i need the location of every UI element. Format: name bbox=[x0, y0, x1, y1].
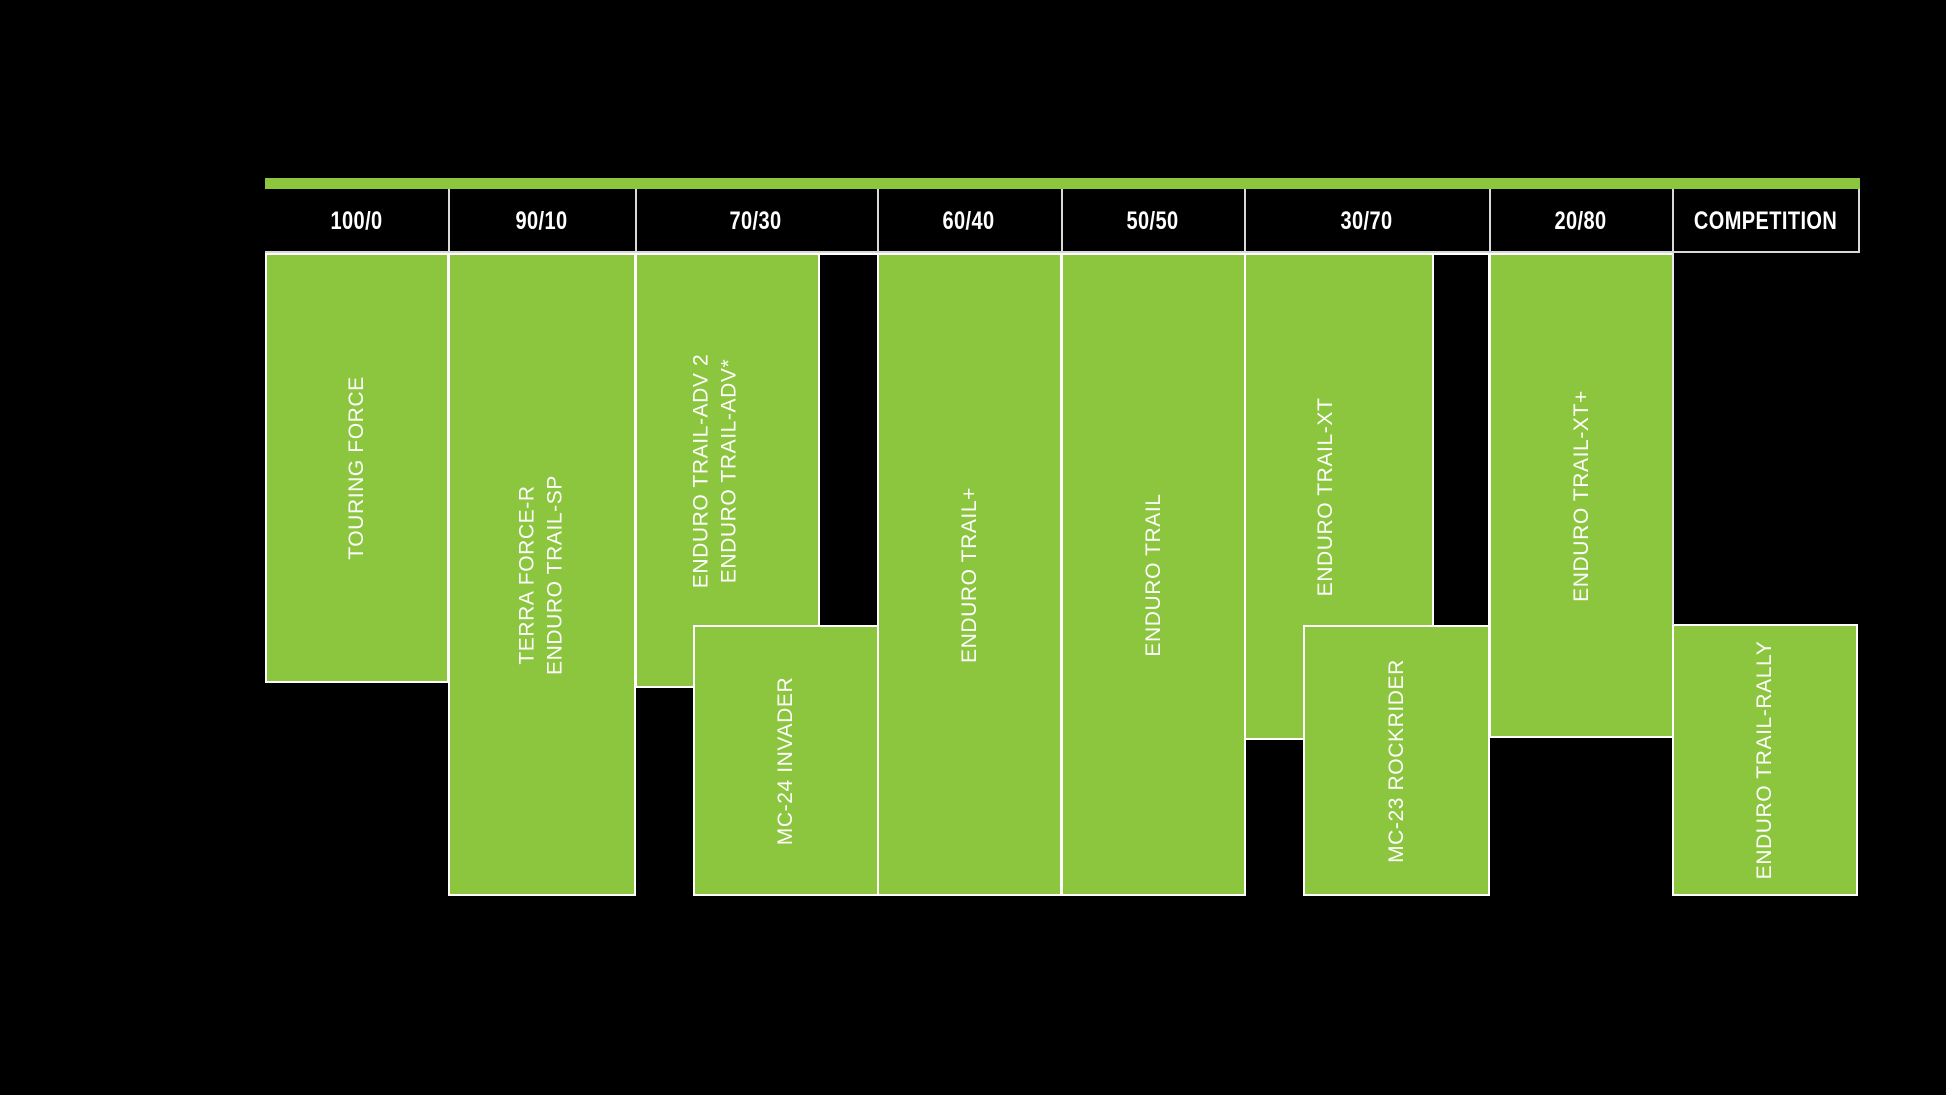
bar-label: ENDURO TRAIL-XT+ bbox=[1569, 389, 1593, 602]
bar-label: ENDURO TRAIL-XT bbox=[1313, 397, 1337, 596]
bar-label: ENDURO TRAIL-RALLY bbox=[1752, 640, 1776, 880]
header-separator bbox=[1244, 189, 1246, 253]
header-label: 50/50 bbox=[1126, 206, 1179, 235]
header-separator bbox=[1061, 189, 1063, 253]
bar-label: ENDURO TRAIL bbox=[1141, 492, 1165, 657]
header-label: 30/70 bbox=[1340, 206, 1393, 235]
header-separator bbox=[448, 189, 450, 253]
bar-enduro-trail-plus[interactable]: ENDURO TRAIL+ bbox=[877, 253, 1062, 896]
header-separator bbox=[1489, 189, 1491, 253]
bar-label: TERRA FORCE-R bbox=[515, 484, 539, 665]
header-separator bbox=[635, 189, 637, 253]
bar-label: ENDURO TRAIL-SP bbox=[544, 474, 567, 675]
notch-enduro-trail-xt bbox=[1432, 253, 1490, 629]
header-cell-competition: COMPETITION bbox=[1672, 189, 1860, 253]
header-cell-70-30: 70/30 bbox=[635, 189, 877, 253]
bar-enduro-trail[interactable]: ENDURO TRAIL bbox=[1061, 253, 1246, 896]
competition-column-guide bbox=[1672, 253, 1674, 625]
header-separator bbox=[877, 189, 879, 253]
header-label: 100/0 bbox=[330, 206, 383, 235]
bar-touring-force[interactable]: TOURING FORCE bbox=[265, 253, 449, 683]
bar-enduro-trail-xt-plus[interactable]: ENDURO TRAIL-XT+ bbox=[1489, 253, 1674, 738]
header-cell-30-70: 30/70 bbox=[1244, 189, 1489, 253]
header-label: 90/10 bbox=[515, 206, 568, 235]
bar-label: MC-23 ROCKRIDER bbox=[1384, 658, 1408, 863]
header-label: 70/30 bbox=[729, 206, 783, 235]
top-accent-rule bbox=[265, 178, 1860, 189]
bar-label: TOURING FORCE bbox=[344, 376, 368, 560]
bar-enduro-trail-rally[interactable]: ENDURO TRAIL-RALLY bbox=[1672, 624, 1858, 896]
header-label: COMPETITION bbox=[1694, 206, 1838, 235]
header-cell-20-80: 20/80 bbox=[1489, 189, 1672, 253]
header-separator bbox=[1672, 189, 1674, 253]
header-cell-100-0: 100/0 bbox=[265, 189, 448, 253]
header-bottom-rule bbox=[265, 251, 1858, 253]
bar-label: ENDURO TRAIL-ADV* bbox=[718, 358, 742, 583]
notch-enduro-trail-adv bbox=[818, 253, 879, 631]
header-separator bbox=[1858, 189, 1860, 253]
header-cell-50-50: 50/50 bbox=[1061, 189, 1244, 253]
bar-mc24-invader[interactable]: MC-24 INVADER bbox=[693, 625, 879, 896]
header-label: 20/80 bbox=[1554, 206, 1607, 235]
header-label: 60/40 bbox=[942, 206, 996, 235]
header-cell-60-40: 60/40 bbox=[877, 189, 1061, 253]
bar-mc23-rockrider[interactable]: MC-23 ROCKRIDER bbox=[1303, 625, 1490, 896]
header-cell-90-10: 90/10 bbox=[448, 189, 635, 253]
bar-label: MC-24 INVADER bbox=[773, 676, 797, 845]
bar-label: ENDURO TRAIL-ADV 2 bbox=[689, 353, 713, 588]
bar-label: ENDURO TRAIL+ bbox=[957, 486, 981, 663]
